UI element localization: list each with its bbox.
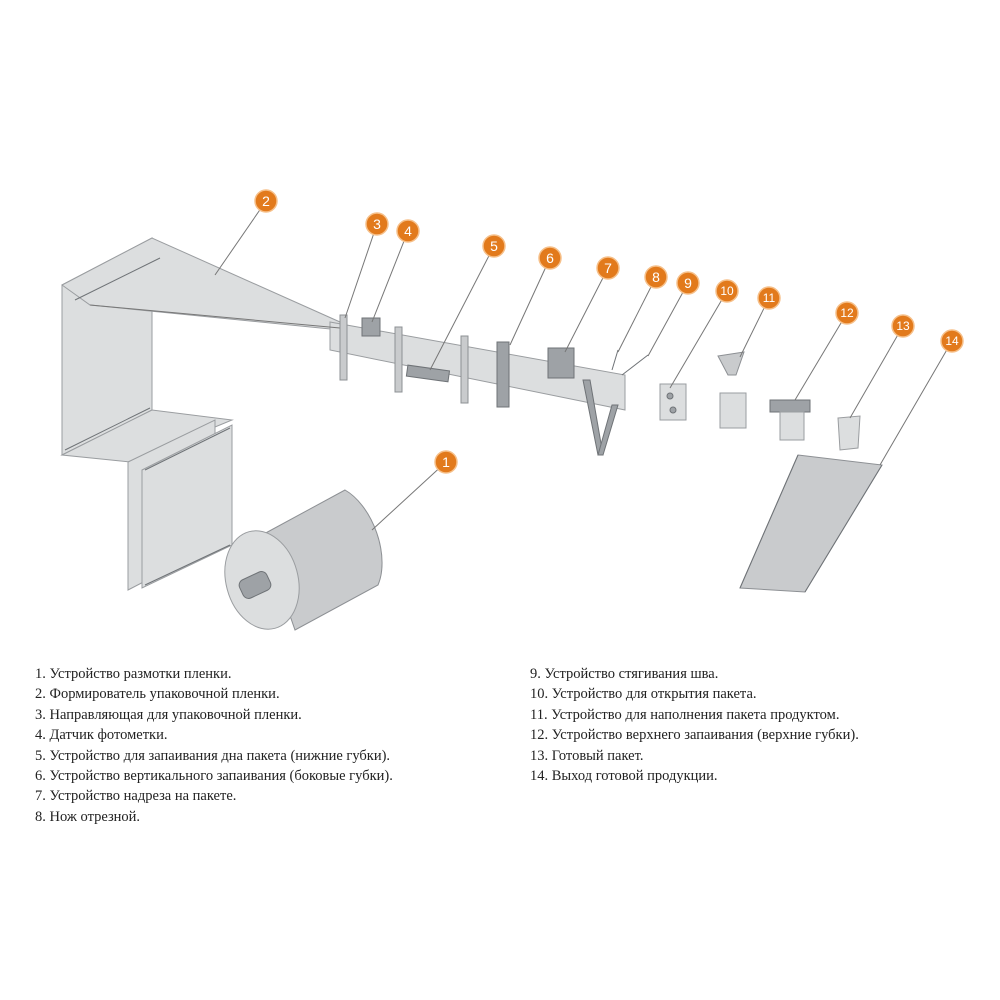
svg-text:13: 13 [896,319,910,333]
callout-14: 14 [940,329,964,353]
legend-item: 5. Устройство для запаивания дна пакета … [35,747,391,764]
legend-item: 13. Готовый пакет. [530,747,644,764]
svg-text:3: 3 [373,216,381,232]
callout-5: 5 [482,234,506,258]
callout-1: 1 [434,450,458,474]
legend-item: 4. Датчик фотометки. [35,727,168,744]
callout-9: 9 [676,271,700,295]
legend-item: 7. Устройство надреза на пакете. [35,788,237,805]
legend-item: 6. Устройство вертикального запаивания (… [35,768,393,785]
former-edge [74,257,161,301]
finished-bag [837,415,861,451]
svg-text:5: 5 [490,238,498,254]
svg-text:2: 2 [262,193,270,209]
legend-item: 2. Формирователь упаковочной пленки. [35,686,280,703]
callout-3: 3 [365,212,389,236]
legend-item: 11. Устройство для наполнения пакета про… [530,706,840,723]
guide-3 [339,314,348,381]
film-edge [144,427,231,471]
legend-item: 10. Устройство для открытия пакета. [530,686,757,703]
svg-text:6: 6 [546,250,554,266]
svg-text:8: 8 [652,269,660,285]
top-seal-jaws [769,399,811,413]
bag-opener [659,383,687,421]
svg-text:11: 11 [763,291,776,305]
bag-top-seal [779,411,805,441]
callout-13: 13 [891,314,915,338]
legend-item: 1. Устройство размотки пленки. [35,666,232,682]
film-web [329,321,626,411]
svg-text:4: 4 [404,223,412,239]
legend-item: 9. Устройство стягивания шва. [530,666,719,682]
svg-text:1: 1 [442,454,450,470]
svg-text:12: 12 [840,306,854,320]
bag-filling [719,392,747,429]
filling-funnel [717,351,745,376]
legend-right: 9. Устройство стягивания шва. 10. Устрой… [530,664,859,786]
guide-3c [460,335,469,404]
callout-2: 2 [254,189,278,213]
cut-knife-2 [597,404,619,456]
photo-sensor [361,317,381,337]
guide-3b [394,326,403,393]
callout-10: 10 [715,279,739,303]
forming-panel-lower [60,409,234,463]
notch-device [547,347,575,379]
legend-item: 8. Нож отрезной. [35,808,141,825]
leader-lines [214,200,953,531]
film-edge-bottom [144,544,231,586]
callout-6: 6 [538,246,562,270]
svg-text:9: 9 [684,275,692,291]
svg-text:10: 10 [720,284,734,298]
legend-item: 3. Направляющая для упаковочной пленки. [35,706,302,723]
film-roll [224,489,383,631]
seam-puller [621,354,649,376]
svg-text:14: 14 [945,334,959,348]
forming-edge-lower [64,407,151,451]
side-seal-jaws [496,341,510,408]
legend-item: 12. Устройство верхнего запаивания (верх… [530,727,859,744]
bottom-seal-jaws [405,364,451,383]
callout-7: 7 [596,256,620,280]
legend-left: 1. Устройство размотки пленки. 2. Формир… [35,664,393,827]
svg-text:7: 7 [604,260,612,276]
legend-item: 14. Выход готовой продукции. [530,768,718,785]
callout-11: 11 [757,286,781,310]
output-chute [739,454,883,593]
callout-8: 8 [644,265,668,289]
callout-4: 4 [396,219,420,243]
callout-12: 12 [835,301,859,325]
